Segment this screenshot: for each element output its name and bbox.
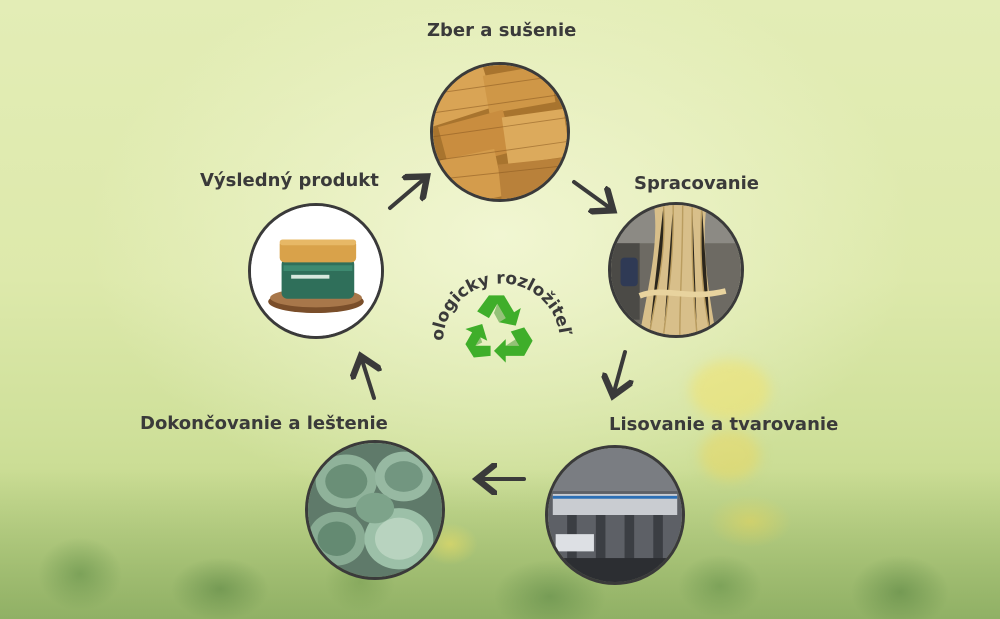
step-label-molding: Lisovanie a tvarovanie (609, 414, 839, 435)
step-image-molding-machine (545, 445, 685, 585)
step-label-finishing: Dokončovanie a leštenie (140, 413, 388, 434)
arrow-harvest-to-processing (572, 180, 610, 208)
step-image-green-containers (305, 440, 445, 580)
arrow-processing-to-molding (614, 350, 625, 392)
background-bloom (700, 430, 760, 480)
recycle-icon (465, 295, 533, 363)
background-foliage (0, 469, 1000, 619)
step-label-harvest: Zber a sušenie (427, 20, 577, 41)
step-image-green-jar-product (248, 203, 384, 339)
step-image-hay-bales (430, 62, 570, 202)
step-label-product: Výsledný produkt (200, 170, 379, 191)
background-bloom (690, 360, 770, 420)
arrow-finishing-to-product (362, 360, 374, 400)
arrow-product-to-harvest (388, 179, 424, 210)
step-label-processing: Spracovanie (634, 173, 759, 194)
